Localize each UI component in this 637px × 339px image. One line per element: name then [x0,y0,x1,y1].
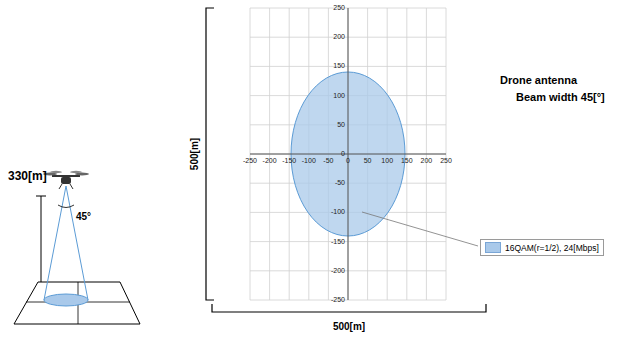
leader-line [362,212,478,246]
legend-swatch [485,242,501,253]
ground-plane [14,282,140,324]
axis-tick-label: -150 [282,157,296,165]
axis-tick-label: -100 [302,157,316,165]
height-bracket [206,8,214,300]
drone-icon [43,171,89,189]
altitude-label: 330[m] [8,170,47,183]
width-bracket [212,304,486,312]
angle-arc [58,205,74,208]
angle-label: 45° [76,211,91,222]
axis-tick-label: 50 [337,121,345,129]
beam-cone [44,186,88,300]
axis-tick-label: -250 [331,296,345,304]
axis-tick-label: 100 [381,157,393,165]
legend-text: 16QAM(r=1/2), 24[Mbps] [505,243,599,253]
altitude-bar [36,196,46,292]
dimension-label: 500[m] [189,138,200,170]
panel-title: Drone antenna [500,74,577,86]
axis-tick-label: -200 [331,267,345,275]
y-axis [348,8,349,300]
chart-grid [250,8,446,300]
axis-tick-label: 0 [346,157,350,165]
axis-tick-label: 200 [333,33,345,41]
dimension-label: 500[m] [333,321,365,332]
axis-tick-label: 50 [364,157,372,165]
axis-tick-label: -50 [335,179,345,187]
axis-tick-label: 100 [333,92,345,100]
axis-tick-label: 250 [333,4,345,12]
axis-tick-label: 250 [440,157,452,165]
axis-tick-label: 150 [401,157,413,165]
axis-tick-label: -150 [331,238,345,246]
axis-tick-label: -100 [331,209,345,217]
axis-tick-label: -50 [323,157,333,165]
legend: 16QAM(r=1/2), 24[Mbps] [480,239,604,256]
axis-tick-label: 0 [341,150,345,158]
panel-title: Beam width 45[°] [516,91,605,103]
axis-tick-label: -200 [263,157,277,165]
axis-tick-label: 150 [333,63,345,71]
axis-tick-label: -250 [243,157,257,165]
grid-line [348,8,349,300]
axis-tick-label: 200 [421,157,433,165]
beam-footprint [44,294,88,306]
